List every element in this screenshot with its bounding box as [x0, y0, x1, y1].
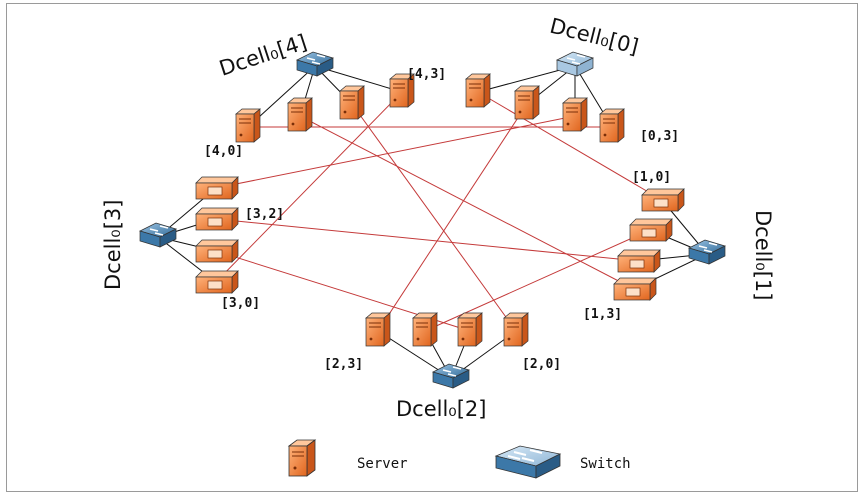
server-4-2-icon [339, 85, 365, 120]
server-2-3-icon [503, 312, 529, 347]
inter-cell-links [215, 91, 663, 332]
node-label-3-0: [3,0] [221, 296, 260, 311]
legend-switch-label: Switch [580, 456, 631, 472]
server-3-1-icon [195, 207, 239, 231]
server-0-2-icon [562, 97, 588, 132]
link-0-2 [377, 103, 528, 332]
cell-label-1: Dcell₀[1] [751, 210, 775, 300]
legend-server-label: Server [357, 456, 408, 472]
server-3-0-icon [195, 176, 239, 200]
switch-cell-2-icon [432, 363, 470, 389]
server-1-2-icon [617, 249, 661, 273]
nodes [139, 51, 726, 389]
server-0-1-icon [514, 85, 540, 120]
server-1-3-icon [613, 277, 657, 301]
switch-cell-4-icon [296, 51, 334, 77]
switch-cell-3-icon [139, 222, 177, 248]
link-1-3 [215, 218, 639, 262]
node-label-1-0: [1,0] [632, 170, 671, 185]
link-0-1 [477, 91, 663, 201]
server-4-0-icon [235, 108, 261, 143]
server-1-1-icon [629, 218, 673, 242]
server-3-2-icon [195, 239, 239, 263]
node-label-2-3: [2,3] [324, 357, 363, 372]
cell-4-local-link-3 [314, 65, 403, 93]
node-label-4-0: [4,0] [204, 144, 243, 159]
server-3-3-icon [195, 270, 239, 294]
server-2-0-icon [365, 312, 391, 347]
server-2-2-icon [457, 312, 483, 347]
server-4-1-icon [287, 97, 313, 132]
legend-switch-icon [494, 445, 562, 479]
switch-cell-1-icon [688, 239, 726, 265]
cell-label-2: Dcell₀[2] [396, 397, 486, 421]
link-1-4 [299, 115, 635, 290]
node-label-0-3: [0,3] [640, 129, 679, 144]
node-label-2-0: [2,0] [522, 357, 561, 372]
server-0-3-icon [599, 108, 625, 143]
server-2-1-icon [412, 312, 438, 347]
link-3-4 [215, 91, 403, 283]
node-label-1-3: [1,3] [583, 307, 622, 322]
server-0-0-icon [465, 73, 491, 108]
switch-cell-0-icon [556, 51, 594, 77]
cell-label-0: Dcell₀[0] [547, 14, 641, 59]
server-4-3-icon [389, 73, 415, 108]
node-label-4-3: [4,3] [407, 67, 446, 82]
legend-server-icon [287, 439, 317, 477]
cell-label-4: Dcell₀[4] [216, 30, 309, 81]
node-label-3-2: [3,2] [245, 207, 284, 222]
legend: Server Switch [287, 439, 631, 479]
server-1-0-icon [641, 188, 685, 212]
link-0-3 [215, 115, 576, 189]
link-2-4 [351, 103, 517, 332]
cell-label-3: Dcell₀[3] [101, 200, 125, 290]
